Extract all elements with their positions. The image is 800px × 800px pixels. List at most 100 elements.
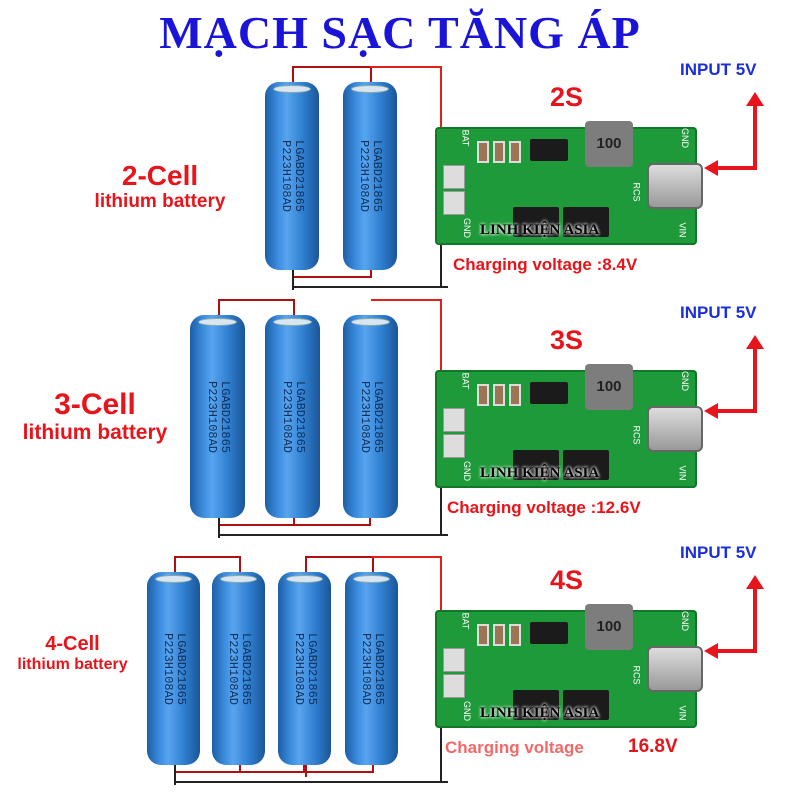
watermark-brand: LINH KIỆN ASIA — [480, 222, 600, 238]
battery-label: LGABD21865 P223H108AD — [225, 632, 253, 705]
battery-label: LGABD21865 P223H108AD — [279, 139, 306, 213]
ic-chip — [563, 450, 609, 480]
wire-positive — [371, 556, 442, 663]
battery-label: LGABD21865 P223H108AD — [358, 632, 386, 705]
series-label: 3S — [550, 325, 584, 355]
battery-label: LGABD21865 P223H108AD — [357, 380, 385, 453]
cell-type-label: lithium battery — [22, 421, 168, 444]
charging-voltage-value: 16.8V — [628, 736, 678, 757]
battery-terminal — [351, 85, 389, 93]
series-label: 4S — [550, 565, 584, 595]
battery-label: LGABD21865 P223H108AD — [291, 632, 319, 705]
wire-positive — [370, 66, 442, 180]
input-label: INPUT 5V — [680, 303, 757, 322]
ic-chip — [563, 207, 609, 237]
ic-chip — [513, 690, 559, 720]
ic-chip — [513, 207, 559, 237]
wire-negative — [292, 203, 448, 288]
ic-chip — [513, 450, 559, 480]
wire-negative — [173, 686, 448, 783]
cell-count-label: 3-Cell — [54, 388, 136, 421]
input-arrow-icon — [704, 92, 764, 176]
pin-label-vin: VIN — [677, 222, 688, 238]
charger-board: 100 BAT GND GND VIN RCS — [435, 604, 703, 728]
bat-neg-pad — [443, 434, 465, 458]
battery-label: LGABD21865 P223H108AD — [160, 632, 188, 705]
charging-voltage-label: Charging voltage :8.4V — [453, 255, 638, 274]
capacitor — [493, 384, 505, 406]
battery-terminal — [198, 318, 237, 326]
inductor: 100 — [585, 121, 633, 167]
capacitor — [509, 384, 521, 406]
wire-negative — [217, 446, 448, 536]
pin-label-rcs: RCS — [631, 425, 642, 445]
wire-negative — [292, 270, 294, 290]
pin-label-vin: VIN — [677, 465, 688, 481]
battery-terminal — [353, 575, 390, 583]
usb-c-port — [647, 406, 703, 452]
battery-18650: LGABD21865 P223H108AD — [343, 315, 398, 518]
battery-label: LGABD21865 P223H108AD — [279, 380, 307, 453]
pin-label-gnd: GND — [680, 611, 690, 631]
charging-voltage-label: Charging voltage :12.6V — [447, 498, 641, 517]
charger-board: 100 BAT GND GND VIN RCS — [435, 121, 703, 245]
battery-18650: LGABD21865 P223H108AD — [265, 82, 319, 270]
battery-label: LGABD21865 P223H108AD — [357, 139, 384, 213]
wire-connector — [238, 765, 305, 773]
capacitor — [477, 624, 489, 646]
charging-voltage-label: Charging voltage — [445, 738, 584, 757]
pin-label-bat: BAT — [460, 612, 471, 630]
bat-pos-pad — [443, 165, 465, 189]
cell-type-label: lithium battery — [94, 191, 226, 212]
bat-pos-pad — [443, 408, 465, 432]
pin-label-vin: VIN — [677, 705, 688, 721]
pin-label-rcs: RCS — [631, 665, 642, 685]
wire-positive — [370, 299, 442, 423]
battery-18650: LGABD21865 P223H108AD — [345, 572, 398, 765]
pin-label-rcs: RCS — [631, 182, 642, 202]
usb-c-port — [647, 646, 703, 692]
battery-terminal — [351, 318, 390, 326]
pin-label-bat: BAT — [460, 129, 471, 147]
battery-terminal — [273, 318, 312, 326]
watermark-brand: LINH KIỆN ASIA — [480, 465, 600, 481]
capacitor — [509, 141, 521, 163]
pin-label-gnd: GND — [680, 128, 690, 148]
capacitor — [477, 141, 489, 163]
mosfet — [530, 622, 568, 644]
pin-label-gnd: GND — [462, 701, 472, 721]
bat-neg-pad — [443, 191, 465, 215]
bat-pos-pad — [443, 648, 465, 672]
battery-terminal — [286, 575, 323, 583]
capacitor — [509, 624, 521, 646]
input-label: INPUT 5V — [680, 60, 757, 79]
inductor: 100 — [585, 364, 633, 410]
ic-chip — [563, 690, 609, 720]
pin-label-gnd: GND — [462, 461, 472, 481]
input-arrow-icon — [704, 575, 764, 659]
cell-count-label: 2-Cell — [121, 160, 199, 191]
battery-18650: LGABD21865 P223H108AD — [265, 315, 320, 518]
watermark-brand: LINH KIỆN ASIA — [480, 705, 600, 721]
wire-connector — [304, 765, 372, 773]
mosfet — [530, 139, 568, 161]
inductor: 100 — [585, 604, 633, 650]
series-label: 2S — [550, 82, 584, 112]
cell-count-label: 4-Cell — [45, 633, 100, 655]
input-label: INPUT 5V — [680, 543, 757, 562]
page-title: MẠCH SẠC TĂNG ÁP — [159, 7, 641, 58]
battery-18650: LGABD21865 P223H108AD — [212, 572, 265, 765]
bat-neg-pad — [443, 674, 465, 698]
cell-type-label: lithium battery — [17, 656, 128, 673]
battery-terminal — [155, 575, 192, 583]
capacitor — [477, 384, 489, 406]
wire-negative — [173, 765, 176, 785]
battery-label: LGABD21865 P223H108AD — [204, 380, 232, 453]
usb-c-port — [647, 163, 703, 209]
pin-label-gnd: GND — [462, 218, 472, 238]
mosfet — [530, 382, 568, 404]
capacitor — [493, 624, 505, 646]
battery-terminal — [220, 575, 257, 583]
pin-label-bat: BAT — [460, 372, 471, 390]
